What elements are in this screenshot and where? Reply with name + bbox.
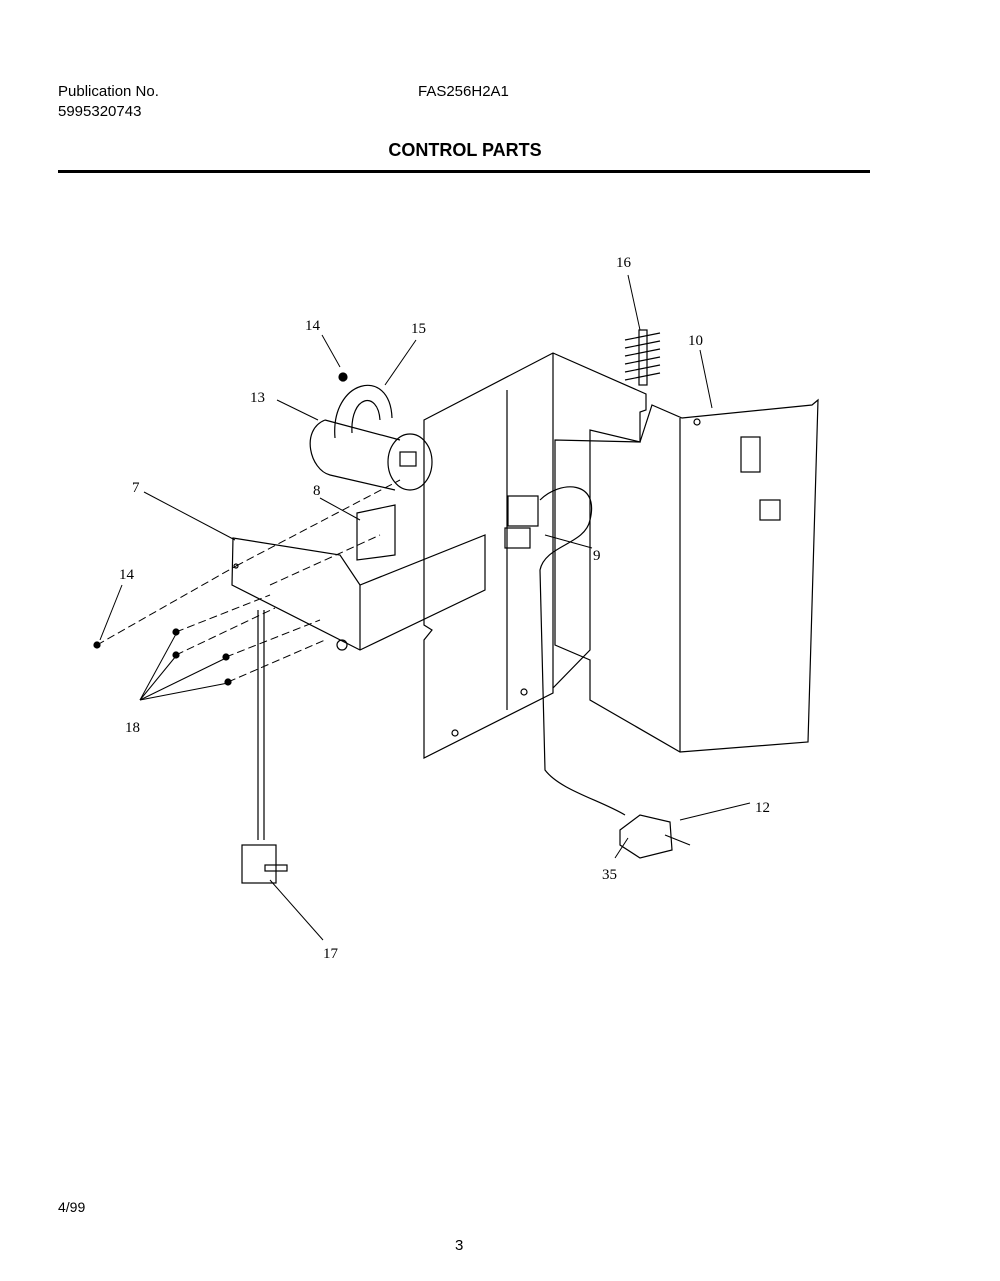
callout-9: 9 bbox=[593, 548, 601, 564]
header-rule bbox=[58, 170, 870, 173]
callout-35: 35 bbox=[602, 867, 617, 883]
screws bbox=[93, 628, 232, 686]
callout-17: 17 bbox=[323, 946, 339, 962]
callout-10: 10 bbox=[688, 333, 703, 349]
callout-16: 16 bbox=[616, 255, 632, 271]
section-title: CONTROL PARTS bbox=[388, 140, 542, 160]
capacitor bbox=[309, 372, 433, 491]
terminal-block bbox=[624, 329, 661, 386]
callout-12: 12 bbox=[755, 800, 770, 816]
control-bracket bbox=[231, 504, 486, 651]
page-number: 3 bbox=[455, 1237, 464, 1254]
mounting-panel bbox=[423, 352, 647, 759]
callout-13: 13 bbox=[250, 390, 265, 406]
callout-14-top: 14 bbox=[305, 318, 321, 334]
callout-15: 15 bbox=[411, 321, 426, 337]
callout-18: 18 bbox=[125, 720, 140, 736]
sensor bbox=[619, 814, 691, 859]
publication-number: 5995320743 bbox=[58, 103, 142, 120]
leader-lines bbox=[99, 274, 751, 941]
revision-date: 4/99 bbox=[58, 1199, 86, 1215]
thermostat bbox=[504, 486, 626, 816]
model-number: FAS256H2A1 bbox=[418, 83, 509, 100]
callout-7: 7 bbox=[132, 480, 140, 496]
side-cover bbox=[554, 398, 819, 753]
power-cord bbox=[241, 610, 288, 884]
callout-8: 8 bbox=[313, 483, 321, 499]
publication-label: Publication No. bbox=[58, 83, 159, 100]
callout-14-left: 14 bbox=[119, 567, 135, 583]
